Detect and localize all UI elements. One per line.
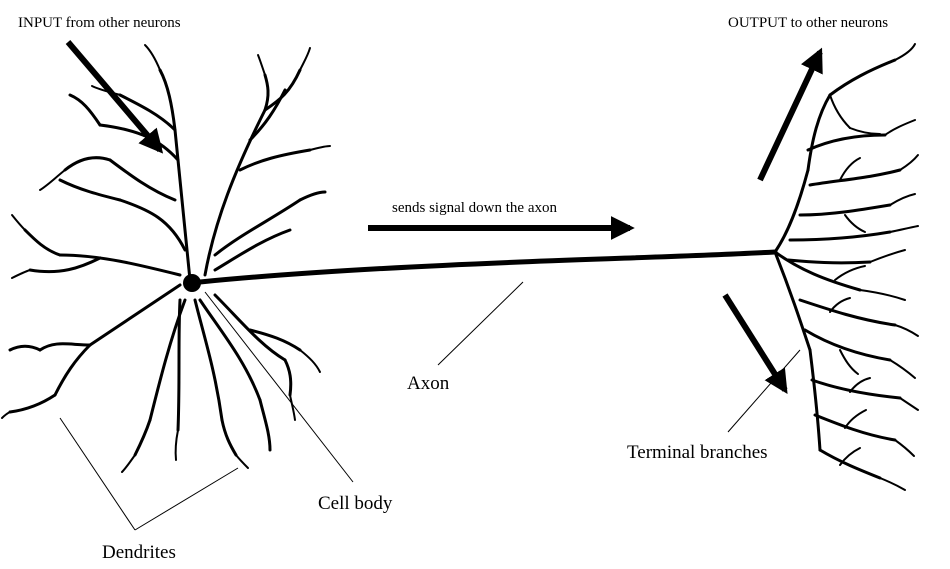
cell-body-soma (183, 274, 201, 292)
dendrites-tree (1, 44, 331, 473)
output-arrow-down (722, 293, 788, 395)
output-arrow-up (757, 47, 823, 182)
signal-label: sends signal down the axon (392, 200, 557, 216)
cell-body-label: Cell body (318, 493, 393, 514)
input-arrow (65, 40, 164, 154)
axon-line (197, 249, 778, 285)
axon-label: Axon (407, 373, 450, 394)
dendrites-label: Dendrites (102, 542, 176, 563)
output-label: OUTPUT to other neurons (728, 15, 888, 31)
terminal-branches-label: Terminal branches (627, 442, 768, 463)
input-label: INPUT from other neurons (18, 15, 181, 31)
terminal-branches (773, 43, 919, 491)
leader-lines (59, 281, 801, 531)
